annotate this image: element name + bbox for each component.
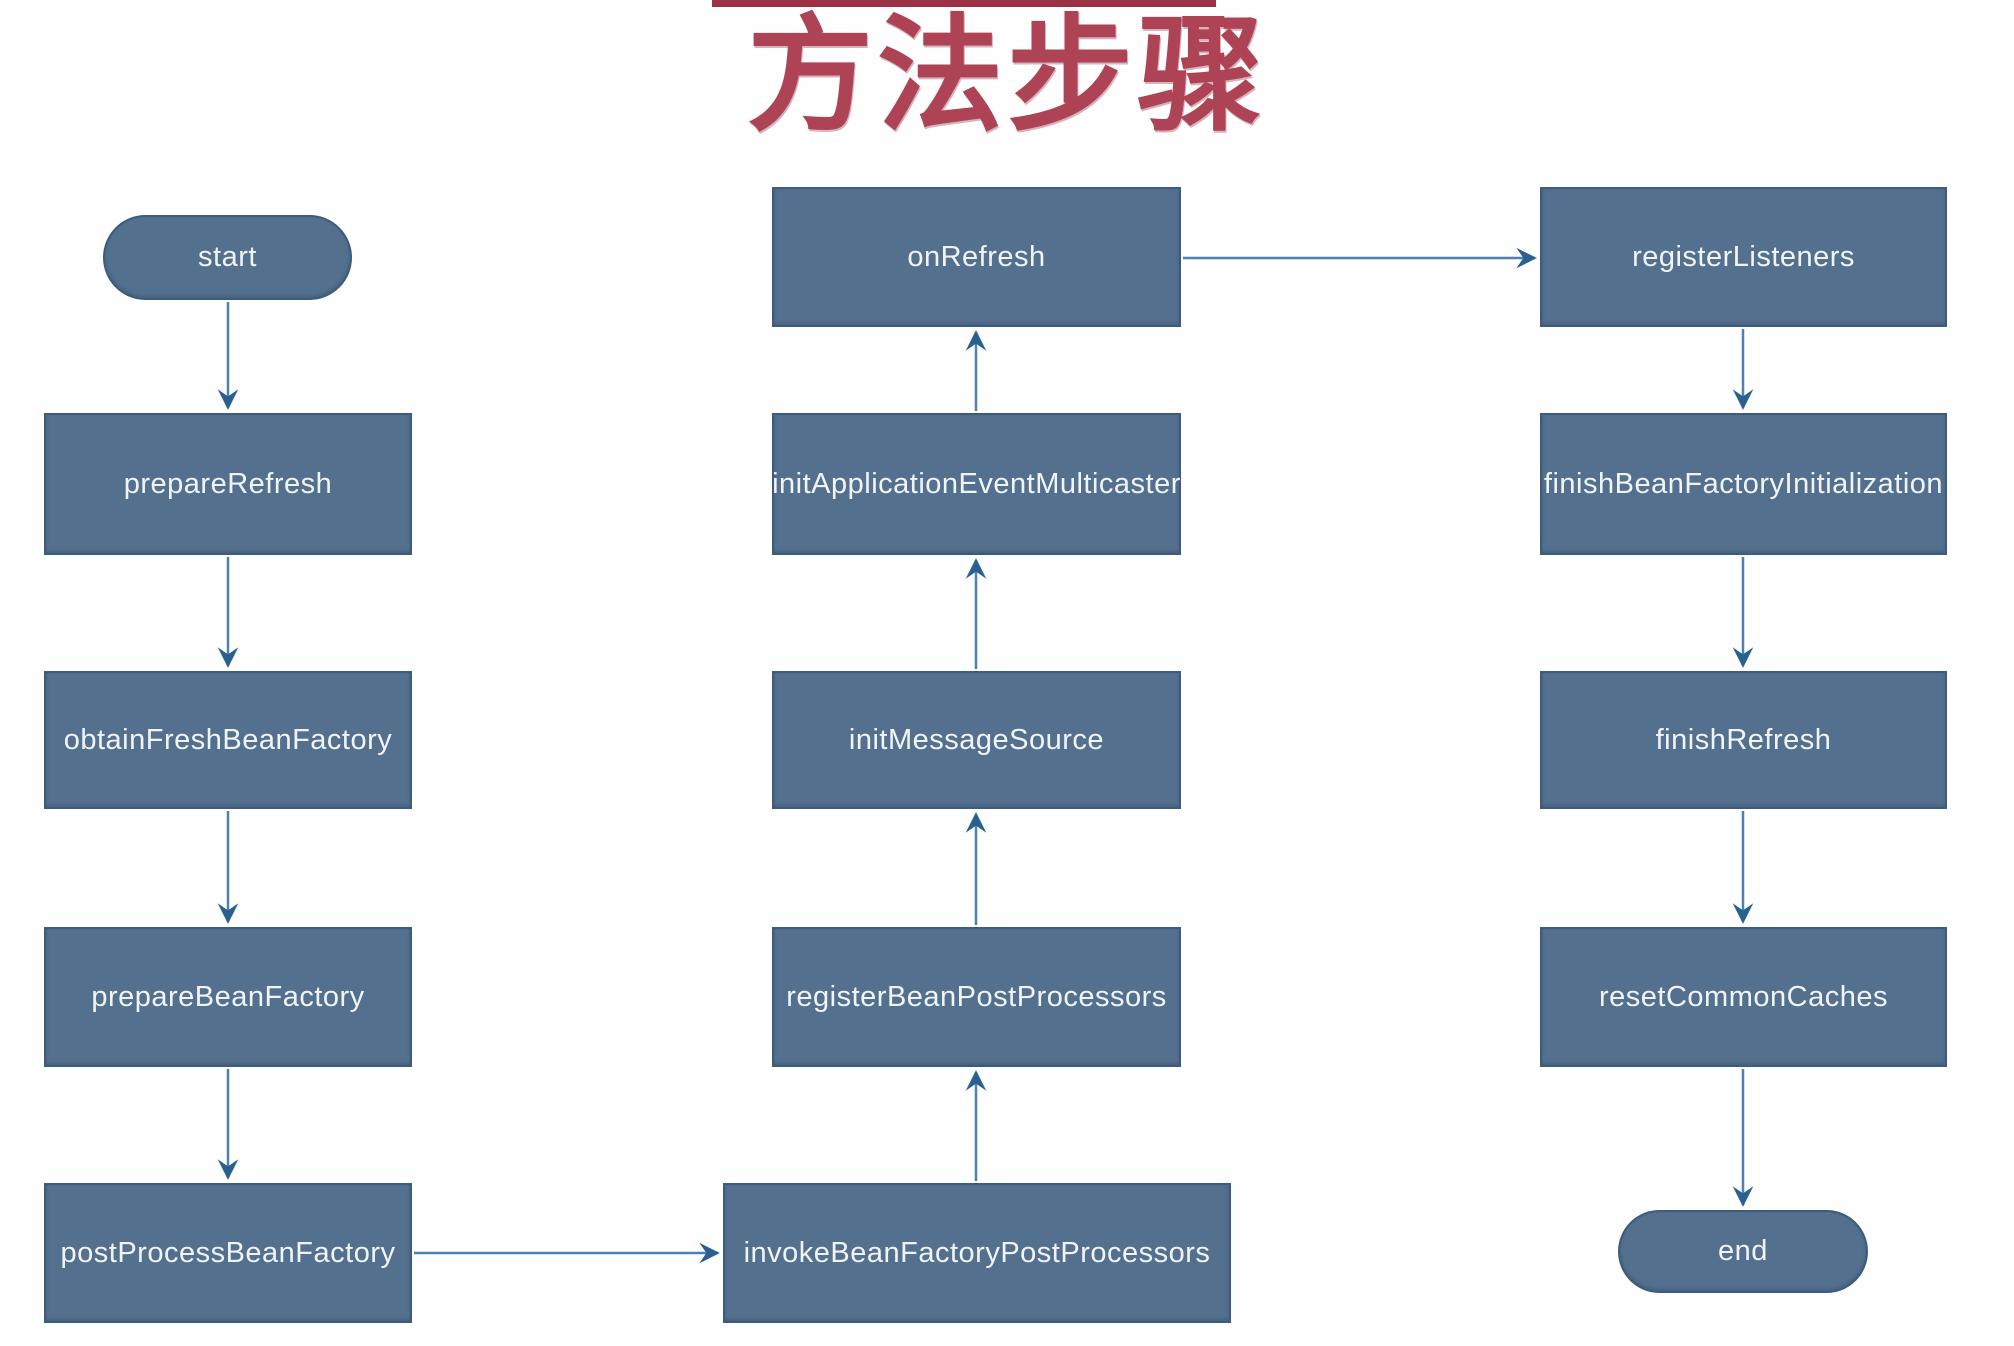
page-title: 方法步骤 xyxy=(747,5,1267,146)
node-label: registerListeners xyxy=(1632,240,1855,273)
node-label: invokeBeanFactoryPostProcessors xyxy=(743,1236,1211,1269)
node-label: resetCommonCaches xyxy=(1599,980,1888,1013)
top-cropped-element xyxy=(712,0,1216,7)
node-label: initApplicationEventMulticaster xyxy=(772,467,1181,500)
flowchart-node-start: start xyxy=(103,215,352,300)
node-label: onRefresh xyxy=(907,240,1046,273)
flowchart-node-initApplicationEventMulticaster: initApplicationEventMulticaster xyxy=(772,413,1181,555)
flowchart-node-onRefresh: onRefresh xyxy=(772,187,1181,327)
node-label: initMessageSource xyxy=(848,723,1105,756)
flowchart-node-prepareBeanFactory: prepareBeanFactory xyxy=(44,927,412,1067)
flowchart-node-prepareRefresh: prepareRefresh xyxy=(44,413,412,555)
node-label: obtainFreshBeanFactory xyxy=(63,723,393,756)
flowchart-node-resetCommonCaches: resetCommonCaches xyxy=(1540,927,1947,1067)
flowchart-node-registerListeners: registerListeners xyxy=(1540,187,1947,327)
node-label: start xyxy=(198,241,257,273)
node-label: finishRefresh xyxy=(1655,723,1832,756)
flowchart-node-initMessageSource: initMessageSource xyxy=(772,671,1181,809)
flowchart-node-finishBeanFactoryInitialization: finishBeanFactoryInitialization xyxy=(1540,413,1947,555)
node-label: finishBeanFactoryInitialization xyxy=(1543,467,1944,500)
flowchart-node-finishRefresh: finishRefresh xyxy=(1540,671,1947,809)
node-label: registerBeanPostProcessors xyxy=(786,980,1167,1013)
flowchart-node-obtainFreshBeanFactory: obtainFreshBeanFactory xyxy=(44,671,412,809)
node-label: end xyxy=(1718,1235,1768,1267)
flowchart-node-registerBeanPostProcessors: registerBeanPostProcessors xyxy=(772,927,1181,1067)
flowchart-node-invokeBeanFactoryPostProcessors: invokeBeanFactoryPostProcessors xyxy=(723,1183,1231,1323)
flowchart-node-postProcessBeanFactory: postProcessBeanFactory xyxy=(44,1183,412,1323)
node-label: prepareBeanFactory xyxy=(91,980,365,1013)
flowchart-node-end: end xyxy=(1618,1210,1868,1293)
node-label: prepareRefresh xyxy=(123,467,333,500)
node-label: postProcessBeanFactory xyxy=(60,1236,396,1269)
